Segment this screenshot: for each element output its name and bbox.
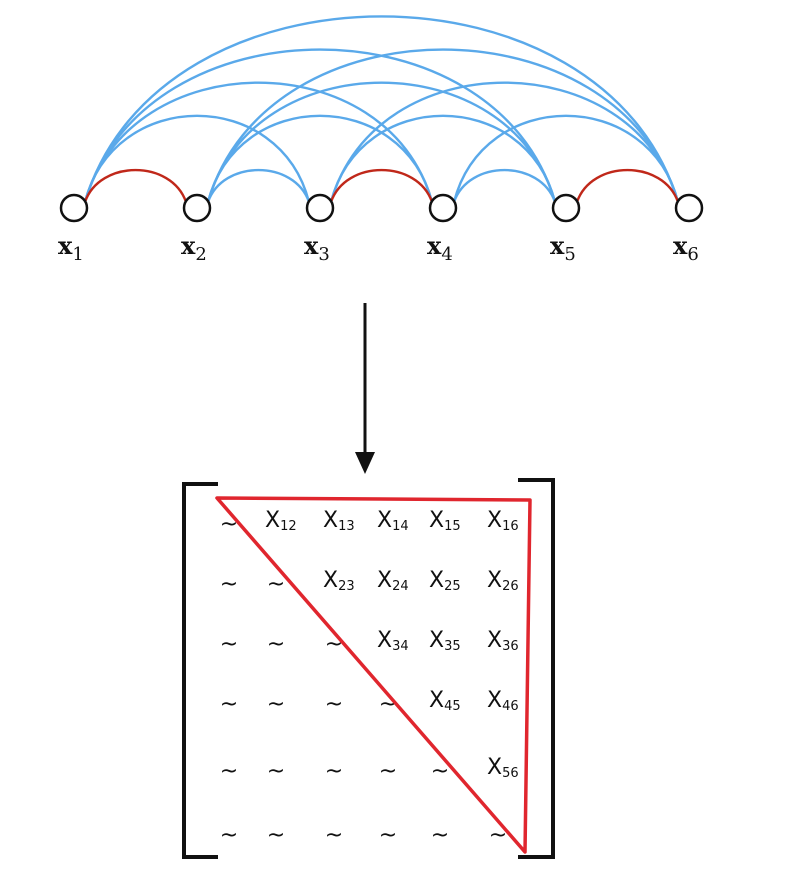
edge-x1-x6 [83,15,680,203]
matrix-right-bracket [518,478,555,859]
node-x1 [59,193,89,223]
edge-x2-x6 [206,48,680,203]
matrix-cell-5-5: ~ [431,759,449,784]
long-range-edges [83,15,680,203]
matrix-cell-1-3: X13 [323,508,355,534]
matrix-cell-4-3: ~ [325,692,343,717]
matrix-cell-4-6: X46 [487,688,519,714]
edge-x1-x2 [83,169,188,203]
node-label-x5: x5 [550,231,576,265]
matrix-cell-1-1: ~ [220,512,238,537]
matrix-cell-6-4: ~ [379,823,397,848]
matrix-cell-5-3: ~ [325,759,343,784]
matrix-cell-1-5: X15 [429,508,461,534]
down-arrow [355,303,375,474]
edge-x1-x4 [83,81,434,203]
node-label-x1: x1 [58,231,84,265]
matrix-cell-1-4: X14 [377,508,409,534]
adjacent-edges [83,169,680,203]
matrix-cell-5-2: ~ [267,759,285,784]
edge-x3-x4 [329,169,434,203]
matrix-cell-2-6: X26 [487,568,519,594]
matrix-cell-5-4: ~ [379,759,397,784]
matrix-cell-4-2: ~ [267,692,285,717]
matrix-cell-1-2: X12 [265,508,297,534]
edge-x2-x3 [206,169,311,203]
matrix-cell-3-1: ~ [220,632,238,657]
graph-nodes: x1 x2 x3 x4 x5 x6 [58,193,704,265]
matrix-cell-4-1: ~ [220,692,238,717]
matrix-cell-5-1: ~ [220,759,238,784]
matrix-left-bracket [182,482,218,859]
matrix-cell-2-5: X25 [429,568,461,594]
edge-x3-x5 [329,114,557,203]
node-label-x4: x4 [427,231,453,265]
edge-x1-x3 [83,114,311,203]
matrix-cell-5-6: X56 [487,755,519,781]
matrix-cell-3-2: ~ [267,632,285,657]
matrix-cell-3-4: X34 [377,628,409,654]
matrix-cell-6-6: ~ [489,823,507,848]
edge-x2-x5 [206,81,557,203]
edge-x3-x6 [329,81,680,203]
node-x6 [674,193,704,223]
matrix-cell-2-3: X23 [323,568,355,594]
matrix-cell-2-1: ~ [220,572,238,597]
node-x5 [551,193,581,223]
matrix-cell-3-5: X35 [429,628,461,654]
matrix-cell-4-5: X45 [429,688,461,714]
matrix-cell-2-4: X24 [377,568,409,594]
matrix-cell-3-3: ~ [325,632,343,657]
matrix-cell-6-2: ~ [267,823,285,848]
node-label-x6: x6 [673,231,699,265]
upper-triangle-outline [215,496,532,854]
edge-x5-x6 [575,169,680,203]
node-x4 [428,193,458,223]
matrix-cell-6-5: ~ [431,823,449,848]
matrix-cell-6-1: ~ [220,823,238,848]
edge-x4-x6 [452,114,680,203]
matrix-cell-1-6: X16 [487,508,519,534]
node-label-x3: x3 [304,231,330,265]
node-x3 [305,193,335,223]
matrix-cell-2-2: ~ [267,572,285,597]
edge-x4-x5 [452,169,557,203]
matrix-cell-6-3: ~ [325,823,343,848]
edge-x1-x5 [83,48,557,203]
node-x2 [182,193,212,223]
matrix-cell-3-6: X36 [487,628,519,654]
edge-x2-x4 [206,114,434,203]
node-label-x2: x2 [181,231,207,265]
